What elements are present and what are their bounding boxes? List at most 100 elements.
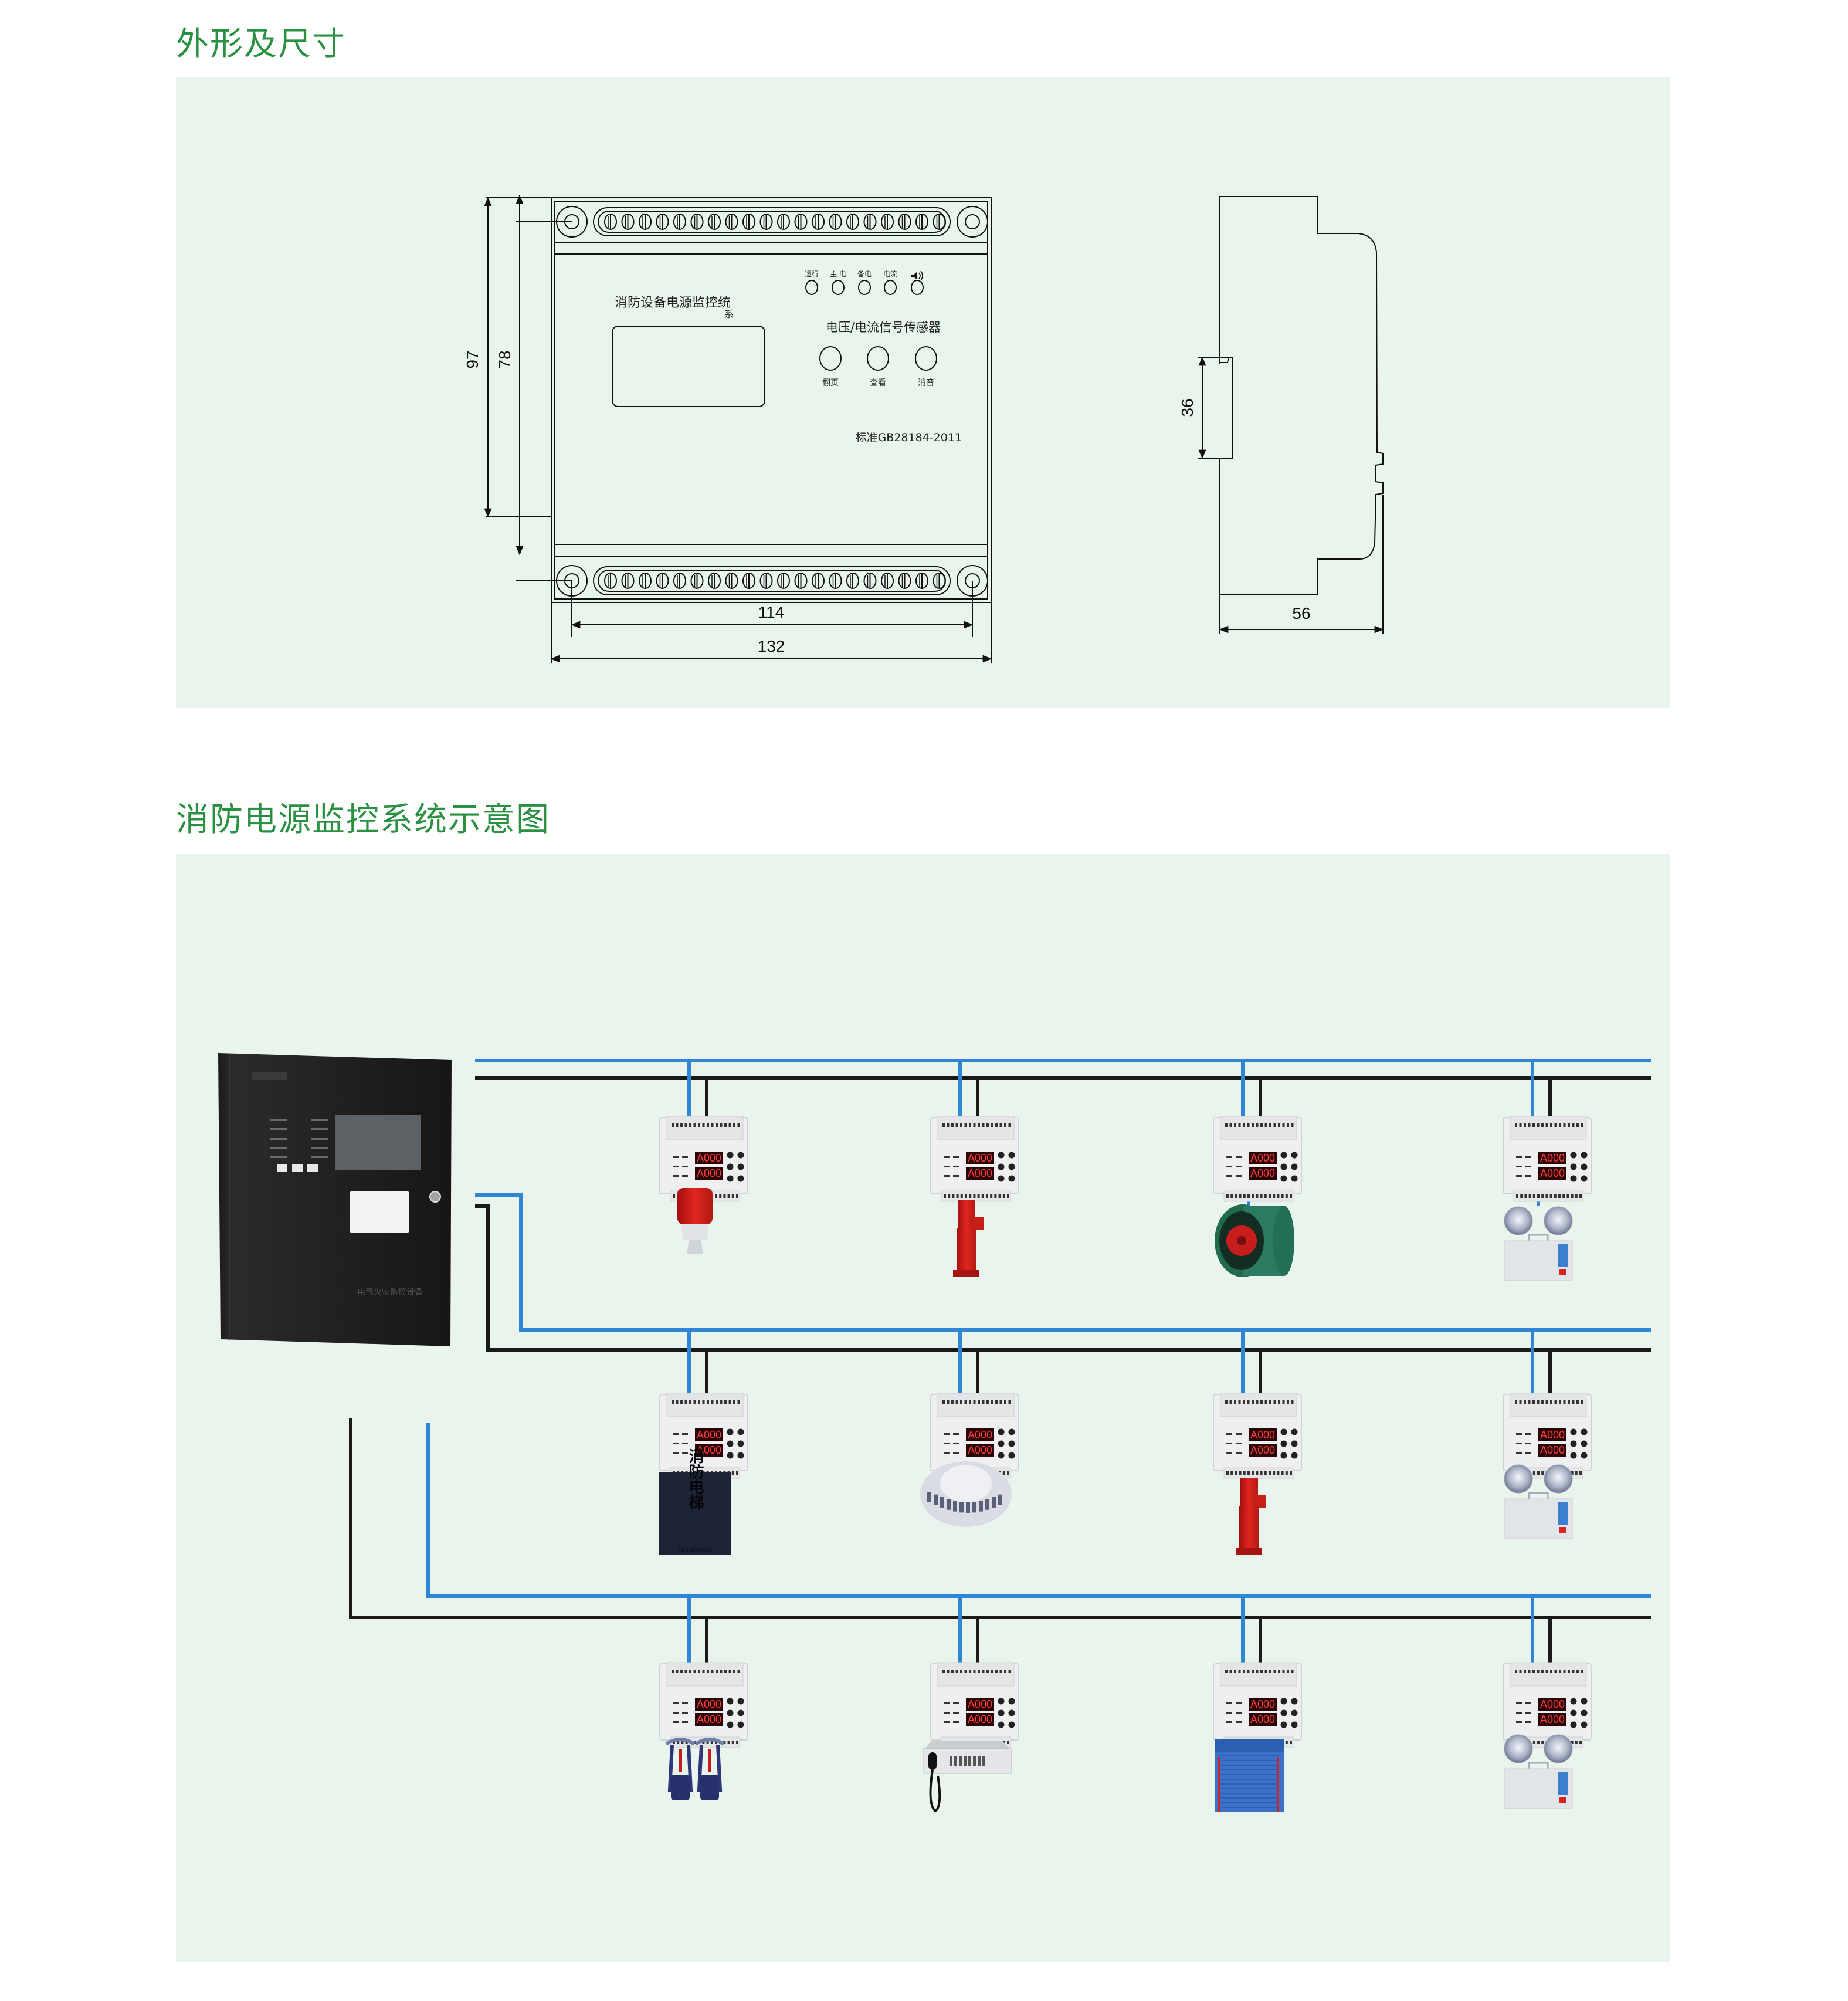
dim-mount-width: 114 bbox=[758, 603, 785, 621]
terminal-screw bbox=[881, 573, 894, 589]
module-display-bottom: A000 bbox=[697, 1444, 721, 1456]
controller-label: 电气火灾监控设备 bbox=[357, 1287, 423, 1297]
terminal-screw bbox=[933, 214, 946, 230]
terminal-screw bbox=[863, 573, 877, 589]
lock-icon bbox=[429, 1191, 441, 1203]
module-display-top: A000 bbox=[968, 1698, 992, 1710]
terminal-screw bbox=[725, 573, 738, 589]
brand-logo bbox=[252, 1072, 287, 1080]
module-display-top: A000 bbox=[968, 1429, 992, 1441]
terminal-screw bbox=[777, 214, 790, 230]
dimension-drawing: 消防设备电源监控统 系 运行 主 电 备电 电流 电压/电流信号传感器 翻页 查… bbox=[463, 194, 1384, 663]
product-name-line1: 消防设备电源监控统 bbox=[615, 296, 731, 310]
terminals-bottom bbox=[604, 573, 946, 589]
sprinkler-heads-icon bbox=[665, 1738, 725, 1800]
front-view bbox=[551, 197, 992, 603]
led-run bbox=[805, 280, 818, 295]
emergency-light-icon bbox=[1504, 1734, 1573, 1809]
led-current bbox=[884, 280, 897, 295]
led-main-power bbox=[832, 280, 845, 295]
alarm-beacon-icon bbox=[677, 1188, 713, 1254]
front-dimension-lines bbox=[484, 194, 992, 663]
dim-depth: 56 bbox=[1292, 604, 1310, 622]
terminal-screw bbox=[725, 214, 738, 230]
terminal-screw bbox=[656, 214, 669, 230]
button-mute bbox=[915, 346, 937, 371]
module-display-top: A000 bbox=[1540, 1152, 1565, 1164]
system-diagram: 电气火灾监控设备 A000A000A000A000A000A000A000A00… bbox=[218, 1053, 1651, 1813]
terminal-screw bbox=[777, 573, 790, 589]
terminal-screw bbox=[759, 214, 773, 230]
button-page bbox=[819, 346, 842, 371]
elevator-sign-subtext: Fire Elevator bbox=[679, 1547, 712, 1553]
terminal-screw bbox=[742, 573, 755, 589]
terminal-screw bbox=[846, 214, 859, 230]
terminal-screw bbox=[673, 214, 686, 230]
side-view bbox=[1198, 196, 1384, 634]
sensor-label: 电压/电流信号传感器 bbox=[826, 320, 941, 334]
terminal-screw bbox=[794, 573, 808, 589]
module-display-top: A000 bbox=[1250, 1429, 1275, 1441]
indicator-label-main: 主 电 bbox=[830, 270, 846, 278]
module-display-top: A000 bbox=[1250, 1152, 1275, 1164]
terminal-screw bbox=[898, 573, 911, 589]
terminal-screw bbox=[690, 214, 704, 230]
module-display-top: A000 bbox=[1540, 1429, 1565, 1441]
terminal-screw bbox=[863, 214, 877, 230]
led-alarm bbox=[911, 280, 924, 295]
section-title-system: 消防电源监控系统示意图 bbox=[176, 801, 550, 839]
terminal-screw bbox=[812, 214, 825, 230]
terminal-screw bbox=[881, 214, 894, 230]
controller-screen bbox=[335, 1115, 421, 1170]
terminal-strip-top bbox=[593, 207, 951, 236]
product-name-line2: 系 bbox=[724, 309, 734, 320]
indicator-leds bbox=[805, 280, 924, 295]
dim-total-height: 97 bbox=[463, 350, 482, 368]
module-display-top: A000 bbox=[697, 1429, 721, 1441]
power-bus-line bbox=[475, 1204, 1651, 1352]
terminal-screw bbox=[794, 214, 808, 230]
speaker-icon bbox=[911, 270, 923, 281]
terminal-screw bbox=[846, 573, 859, 589]
controller-leds bbox=[270, 1119, 328, 1158]
terminal-strip-bottom bbox=[593, 566, 951, 595]
front-inner-frame bbox=[554, 201, 988, 600]
terminal-screw bbox=[690, 573, 704, 589]
module-display-bottom: A000 bbox=[968, 1167, 992, 1179]
terminal-screw bbox=[898, 214, 911, 230]
button-label-view: 查看 bbox=[870, 378, 886, 388]
terminal-screw bbox=[742, 214, 755, 230]
module-display-top: A000 bbox=[697, 1152, 721, 1164]
terminal-screw bbox=[915, 573, 928, 589]
module-display-top: A000 bbox=[968, 1152, 992, 1164]
module-display-top: A000 bbox=[697, 1698, 721, 1710]
module-display-bottom: A000 bbox=[1540, 1167, 1565, 1179]
module-display-bottom: A000 bbox=[1250, 1167, 1275, 1179]
smoke-detector-icon bbox=[920, 1461, 1012, 1527]
terminals-top bbox=[604, 214, 946, 230]
side-profile-outline bbox=[1219, 196, 1384, 595]
module-display-bottom: A000 bbox=[697, 1167, 721, 1179]
standard-text: 标准GB28184-2011 bbox=[856, 431, 962, 444]
controller-button-2 bbox=[292, 1164, 303, 1172]
module-display-bottom: A000 bbox=[1540, 1714, 1565, 1725]
fire-broadcast-icon bbox=[923, 1741, 1012, 1813]
controller-button-3 bbox=[307, 1164, 318, 1172]
controller-button-1 bbox=[277, 1164, 287, 1172]
module-display-top: A000 bbox=[1540, 1698, 1565, 1710]
indicator-label-backup: 备电 bbox=[857, 270, 872, 278]
fire-pump-icon bbox=[953, 1200, 984, 1277]
signal-bus-line bbox=[426, 1423, 1651, 1598]
lcd-window bbox=[612, 326, 765, 407]
smoke-exhaust-fan-icon bbox=[1215, 1204, 1294, 1277]
fire-shutter-door-icon bbox=[1215, 1739, 1284, 1812]
terminal-screw bbox=[621, 214, 635, 230]
terminal-screw bbox=[604, 573, 617, 589]
